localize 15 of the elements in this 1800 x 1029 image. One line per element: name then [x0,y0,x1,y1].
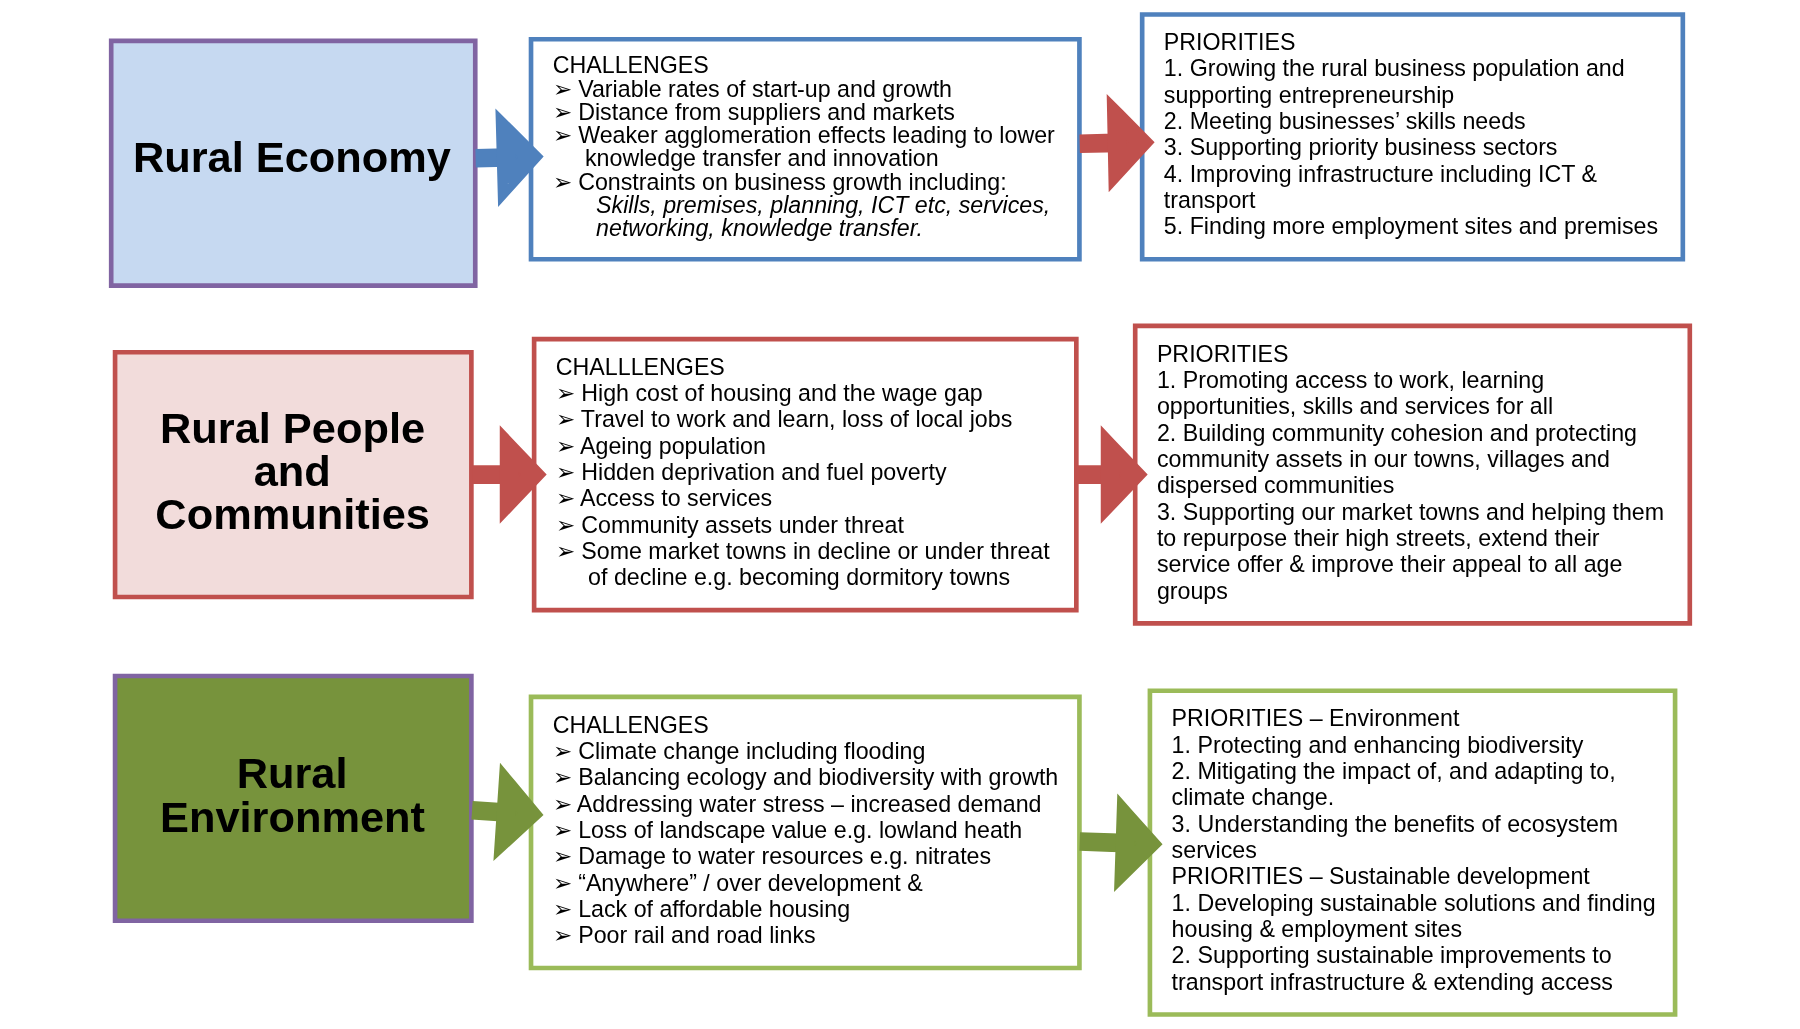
node-box: CHALLENGES ➢ Climate change including flooding ➢ Balancing ecology and biodiversity with growth ➢ Addressing water stress – increased demand ➢ Loss of landscape value e.g. lowland heath ➢ Damage to water resources e.g. nitrates ➢ “Anywhere” / over development & ➢ Lack of affordable housing ➢ Poor rail and road links [528,694,1082,971]
arrow [474,108,544,207]
node-box: Rural People and Communities [112,349,474,600]
node-box: CHALLLENGES ➢ High cost of housing and the wage gap ➢ Travel to work and learn, loss of local jobs ➢ Ageing population ➢ Hidden deprivation and fuel poverty ➢ Access to services ➢ Community assets under threat ➢ Some market towns in decline or under threat of decline e.g. becoming dormitory towns [531,336,1079,613]
node-box: CHALLENGES ➢ Variable rates of start-up and growth ➢ Distance from suppliers and markets ➢ Weaker agglomeration effects leading to lower knowledge transfer and innovation ➢ Constraints on business growth including: Skills, premises, planning, ICT etc, services, networking, knowledge transfer. [528,36,1082,262]
node-box: PRIORITIES 1. Growing the rural business population and supporting entrepreneurship 2. Meeting businesses’ skills needs 3. Supporting priority business sectors 4. Improving infrastructure including ICT & transport 5. Finding more employment sites and premises [1139,12,1685,262]
arrow [1079,93,1155,193]
arrow [1078,793,1163,892]
arrow [471,425,547,524]
node-box: PRIORITIES 1. Promoting access to work, learning opportunities, skills and services for all 2. Building community cohesion and protecting community assets in our towns, villages and dispersed communities 3. Supporting our market towns and helping them to repurpose their high streets, extend their service offer & improve their appeal to all age groups [1132,323,1692,626]
arrow [470,762,544,862]
arrow [1076,425,1148,524]
node-box: Rural Environment [112,673,474,924]
node-box: Rural Economy [108,38,478,288]
node-box: PRIORITIES – Environment 1. Protecting and enhancing biodiversity 2. Mitigating the impact of, and adapting to, climate change. 3. Understanding the benefits of ecosystem services PRIORITIES – Sustainable development 1. Developing sustainable solutions and finding housing & employment sites 2. Supporting sustainable improvements to transport infrastructure & extending access [1147,688,1677,1017]
